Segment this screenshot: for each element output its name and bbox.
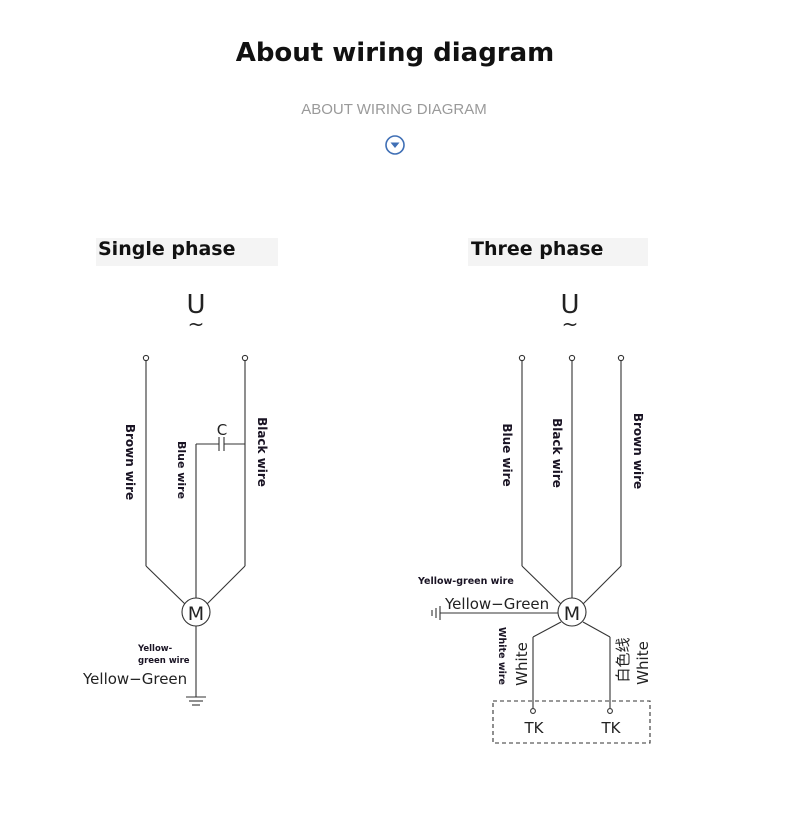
single-phase-wires [145, 361, 246, 706]
three-phase-title: Three phase [471, 238, 604, 260]
three-phase-wires [431, 361, 622, 708]
page-title: About wiring diagram [235, 38, 555, 68]
single-phase-title: Single phase [98, 238, 236, 260]
single-phase-terminal-right [241, 354, 249, 362]
single-phase-ground-label-small: Yellow- green wire [137, 644, 190, 666]
three-phase-ground-label-small: Yellow-green wire [417, 576, 514, 587]
three-phase-title-bg [468, 238, 648, 266]
three-phase-terminal-3 [617, 354, 625, 362]
chevron-down-circle-icon[interactable] [384, 134, 406, 156]
three-phase-ac-symbol: ~ [562, 312, 579, 336]
three-phase-motor [557, 597, 587, 627]
tk-left-label: TK [524, 719, 545, 737]
capacitor-label: C [217, 421, 227, 439]
three-phase-blue-wire-label: Blue wire [500, 423, 514, 486]
page-subtitle: ABOUT WIRING DIAGRAM [301, 101, 487, 118]
single-phase-motor [181, 597, 211, 627]
single-phase-ground-label: Yellow−Green [82, 670, 187, 688]
three-phase-white-right-cn: 白色线 [614, 637, 632, 682]
single-phase-terminal-left [142, 354, 150, 362]
single-phase-brown-wire-label: Brown wire [123, 424, 137, 500]
three-phase-terminal-1 [518, 354, 526, 362]
three-phase-motor-label: M [564, 603, 580, 625]
thermal-protector-box [492, 700, 651, 744]
single-phase-motor-label: M [188, 603, 204, 625]
single-phase-black-wire-label: Black wire [255, 417, 269, 487]
single-phase-voltage-symbol: U [186, 290, 205, 320]
three-phase-tk-terminal-right [607, 708, 613, 714]
single-phase-blue-wire-label: Blue wire [175, 441, 188, 499]
three-phase-white-left: White [513, 642, 531, 686]
three-phase-white-wire-small: White wire [496, 627, 507, 685]
single-phase-title-bg [96, 238, 278, 266]
three-phase-tk-terminal-left [530, 708, 536, 714]
three-phase-voltage-symbol: U [560, 290, 579, 320]
single-phase-ac-symbol: ~ [188, 312, 205, 336]
three-phase-black-wire-label: Black wire [550, 418, 564, 488]
three-phase-white-right: White [634, 641, 652, 685]
three-phase-ground-label: Yellow−Green [444, 595, 549, 613]
tk-right-label: TK [601, 719, 622, 737]
three-phase-brown-wire-label: Brown wire [631, 413, 645, 489]
three-phase-terminal-2 [568, 354, 576, 362]
